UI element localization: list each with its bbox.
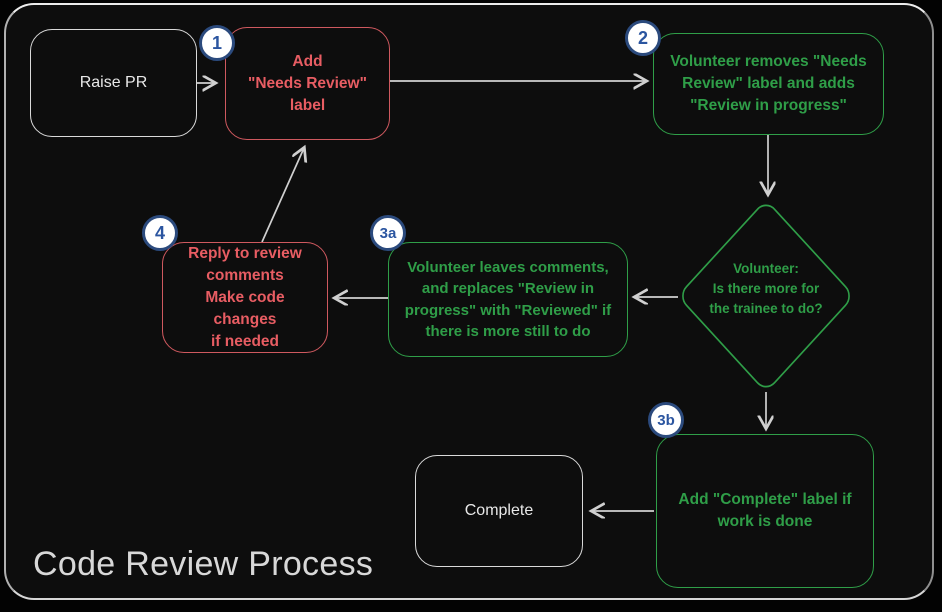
badge-step-3b: 3b: [648, 402, 684, 438]
badge-step-2: 2: [625, 20, 661, 56]
badge-step-4: 4: [142, 215, 178, 251]
node-add-needs-review-label: Add "Needs Review" label: [225, 27, 390, 140]
node-reply-to-review-comments: Reply to review comments Make code chang…: [162, 242, 328, 353]
node-volunteer-removes-label: Volunteer removes "Needs Review" label a…: [653, 33, 884, 135]
node-complete: Complete: [415, 455, 583, 567]
node-decision-label: Volunteer: Is there more for the trainee…: [709, 261, 823, 316]
badge-step-1: 1: [199, 25, 235, 61]
badge-step-3a: 3a: [370, 215, 406, 251]
page-title: Code Review Process: [33, 545, 374, 583]
node-raise-pr: Raise PR: [30, 29, 197, 137]
node-add-complete-label: Add "Complete" label if work is done: [656, 434, 874, 588]
node-volunteer-leaves-comments: Volunteer leaves comments, and replaces …: [388, 242, 628, 357]
